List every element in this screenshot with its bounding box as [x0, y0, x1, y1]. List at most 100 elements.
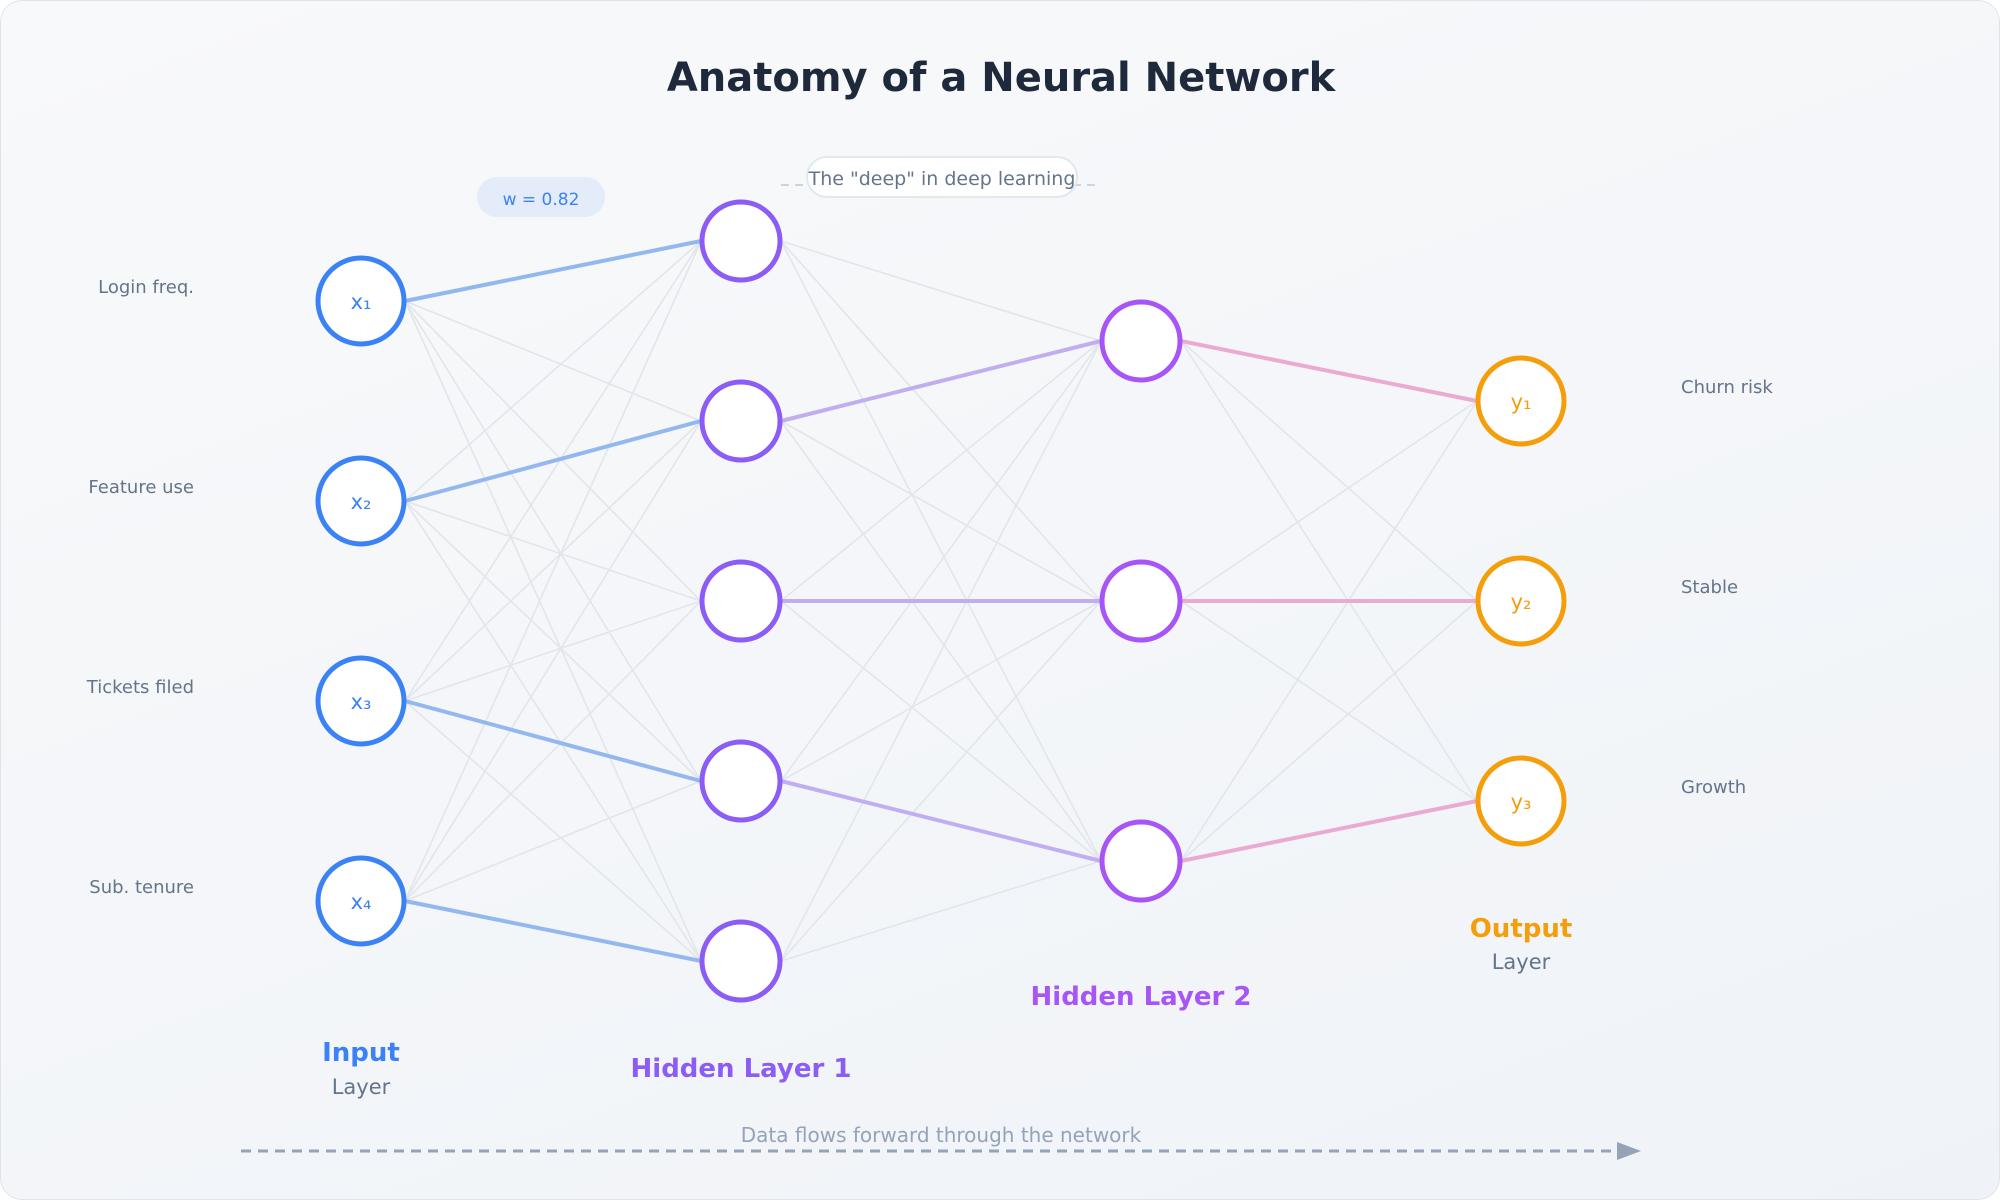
diagram-title: Anatomy of a Neural Network — [667, 55, 1337, 101]
connection — [780, 340, 1102, 962]
connection — [404, 780, 702, 902]
weight-pill — [477, 177, 605, 217]
connection — [404, 420, 702, 902]
neuron-circle — [699, 379, 783, 463]
neuron-circle — [699, 559, 783, 643]
connection — [1180, 340, 1478, 802]
connection — [780, 420, 1102, 602]
neuron-circle — [315, 855, 407, 947]
neuron-label: x₂ — [351, 490, 372, 514]
layer-title-output: Output — [1470, 914, 1573, 944]
hidden2-node — [1099, 299, 1183, 383]
neuron-circle — [1475, 755, 1567, 847]
input-feature-label: Tickets filed — [86, 677, 194, 698]
weight-label: w = 0.82 — [503, 190, 580, 210]
connection — [404, 300, 702, 962]
hidden1-node — [699, 199, 783, 283]
connection — [404, 500, 702, 782]
layer-subtitle-input: Layer — [332, 1075, 391, 1099]
connection — [780, 420, 1102, 862]
highlighted-connection — [779, 779, 1103, 863]
neuron-label: x₃ — [351, 690, 372, 714]
hidden1-node — [699, 559, 783, 643]
flow-arrow: Data flows forward through the network — [241, 1123, 1641, 1160]
connection — [780, 240, 1102, 862]
connection — [780, 240, 1102, 342]
connection — [780, 600, 1102, 782]
neuron-circle — [1099, 559, 1183, 643]
highlighted-connection — [1179, 339, 1479, 403]
nodes: x₁ x₂ x₃ x₄ y₁ y₂ y₃ — [315, 199, 1567, 1003]
connection — [1180, 340, 1478, 602]
connection — [1180, 400, 1478, 602]
neuron-circle — [315, 455, 407, 547]
hidden1-node — [699, 919, 783, 1003]
input-feature-label: Feature use — [88, 477, 194, 498]
connection — [780, 340, 1102, 782]
hidden1-node — [699, 739, 783, 823]
input-node: x₁ — [315, 255, 407, 347]
output-class-label: Churn risk — [1681, 377, 1773, 398]
connection — [1180, 600, 1478, 862]
layer-subtitle-output: Layer — [1492, 950, 1551, 974]
hidden2-node — [1099, 559, 1183, 643]
neuron-circle — [1099, 299, 1183, 383]
neuron-circle — [315, 255, 407, 347]
layer-title-hidden1: Hidden Layer 1 — [631, 1054, 852, 1084]
neuron-label: y₃ — [1511, 790, 1532, 814]
flow-caption: Data flows forward through the network — [741, 1123, 1142, 1147]
connection — [404, 240, 702, 902]
connection — [404, 600, 702, 902]
arrowhead-icon — [1617, 1142, 1641, 1160]
input-node: x₄ — [315, 855, 407, 947]
layer-title-hidden2: Hidden Layer 2 — [1031, 982, 1252, 1012]
callout-box — [806, 156, 1078, 198]
highlighted-connection — [403, 899, 703, 963]
connection — [404, 300, 702, 602]
connection — [404, 240, 702, 502]
input-node: x₂ — [315, 455, 407, 547]
output-node: y₁ — [1475, 355, 1567, 447]
deep-learning-callout: The "deep" in deep learning — [781, 156, 1097, 198]
layer-title-input: Input — [322, 1038, 400, 1068]
connection — [780, 600, 1102, 862]
output-class-label: Growth — [1681, 777, 1746, 798]
connection — [404, 300, 702, 422]
faint-edges — [404, 240, 1478, 962]
neuron-circle — [1099, 819, 1183, 903]
connection — [404, 700, 702, 962]
input-feature-label: Login freq. — [98, 277, 194, 298]
neuron-circle — [699, 199, 783, 283]
highlighted-connection — [403, 699, 703, 783]
connection — [404, 420, 702, 702]
hidden2-node — [1099, 819, 1183, 903]
connection — [780, 240, 1102, 602]
connection — [780, 340, 1102, 602]
input-node: x₃ — [315, 655, 407, 747]
hidden1-node — [699, 379, 783, 463]
highlighted-connection — [779, 339, 1103, 423]
neuron-circle — [315, 655, 407, 747]
connection — [404, 600, 702, 702]
neuron-label: y₁ — [1511, 390, 1532, 414]
connection — [1180, 400, 1478, 862]
neuron-circle — [699, 739, 783, 823]
connection — [780, 600, 1102, 962]
connection — [404, 300, 702, 782]
connection — [780, 860, 1102, 962]
weight-annotation: w = 0.82 — [477, 177, 605, 217]
neuron-circle — [1475, 555, 1567, 647]
callout-text: The "deep" in deep learning — [808, 168, 1076, 190]
output-class-label: Stable — [1681, 577, 1738, 598]
connection — [404, 500, 702, 962]
neuron-circle — [1475, 355, 1567, 447]
highlighted-connection — [403, 239, 703, 303]
highlighted-connection — [1179, 799, 1479, 863]
output-node: y₂ — [1475, 555, 1567, 647]
connection — [1180, 600, 1478, 802]
connection — [404, 240, 702, 702]
connection — [404, 500, 702, 602]
